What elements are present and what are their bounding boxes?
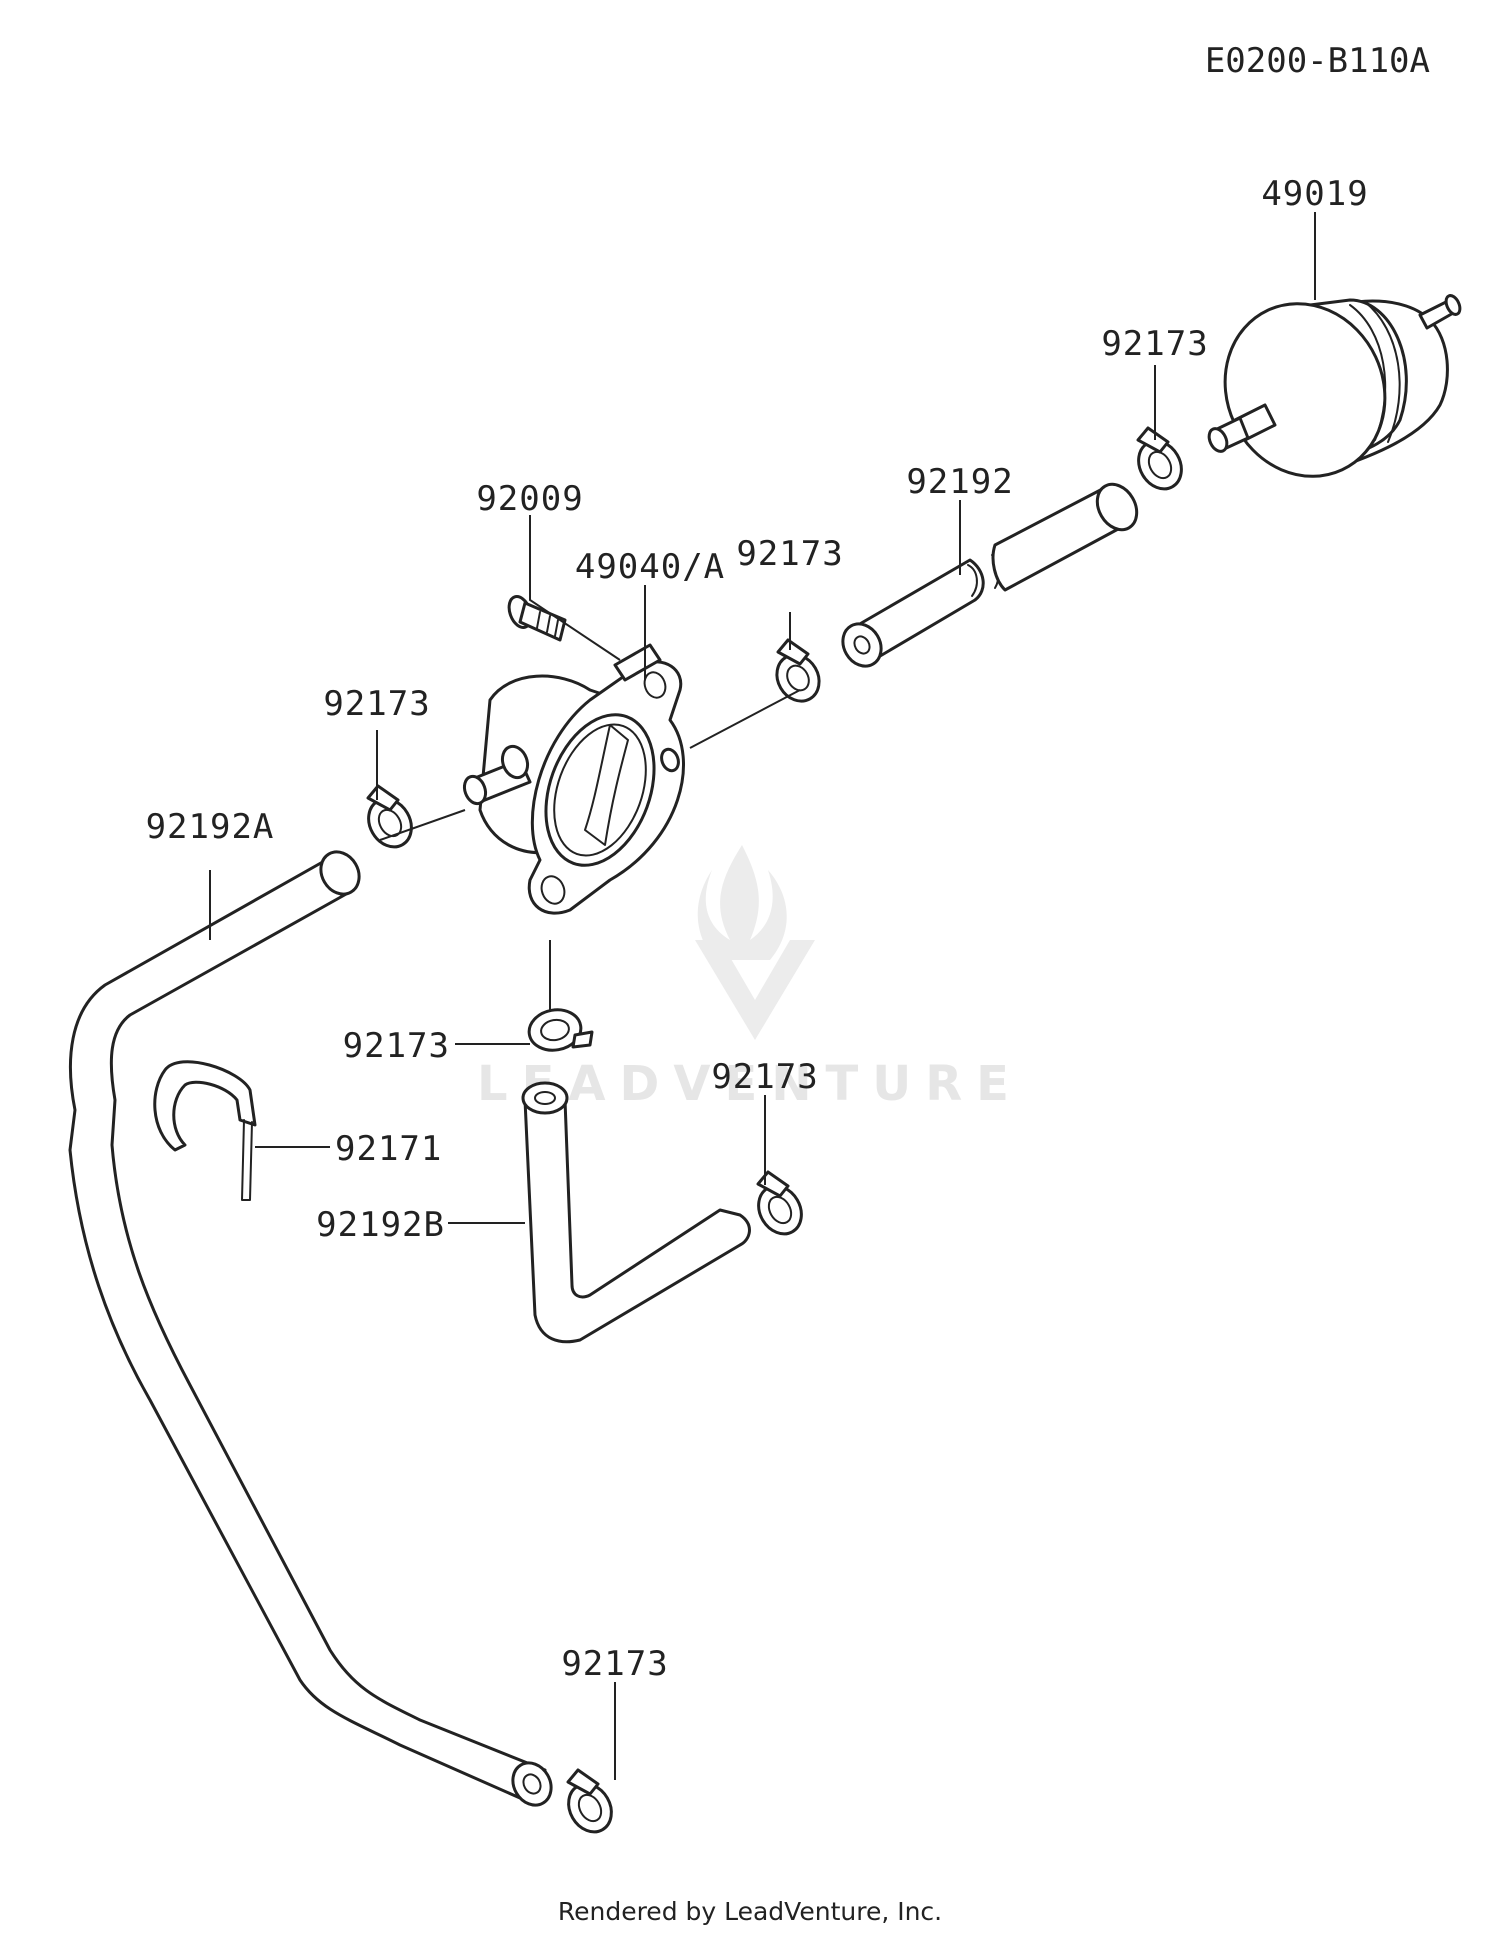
label-clamp-filter: 92173: [1101, 324, 1208, 364]
hose-clamp-filter[interactable]: [1130, 426, 1190, 497]
hose-clamp-cock-bottom[interactable]: [526, 1006, 594, 1054]
fuel-cock[interactable]: [461, 643, 685, 915]
fuel-hose-92192[interactable]: [835, 477, 1144, 673]
hose-clamp-cock-inlet[interactable]: [360, 784, 420, 855]
hose-clamp-cock-outlet[interactable]: [769, 638, 828, 709]
part-labels: 49019 92173 92192 92173 49040/A 92009 92…: [146, 174, 1368, 1684]
watermark-flame-icon: [697, 845, 787, 960]
watermark-v-icon: [695, 940, 815, 1040]
leader-lines: [209, 212, 1316, 1780]
fuel-hose-92192a[interactable]: [68, 845, 559, 1812]
label-clamp-hose-a-end: 92173: [561, 1644, 668, 1684]
hose-clamp-hose-a-end[interactable]: [560, 1768, 620, 1840]
footer-credit: Rendered by LeadVenture, Inc.: [558, 1897, 942, 1926]
label-clamp-cock-bottom: 92173: [343, 1026, 450, 1066]
label-fuel-cock: 49040/A: [575, 547, 725, 587]
hose-clip[interactable]: [153, 1060, 257, 1201]
fuel-hose-92192b[interactable]: [521, 1081, 751, 1344]
screw-92009[interactable]: [505, 594, 567, 642]
label-hose-clip: 92171: [335, 1129, 442, 1169]
label-hose-a: 92192A: [146, 807, 275, 847]
label-fuel-filter: 49019: [1261, 174, 1368, 214]
label-clamp-cock-outlet: 92173: [736, 534, 843, 574]
label-hose-b: 92192B: [316, 1205, 445, 1245]
label-clamp-hose-b: 92173: [711, 1057, 818, 1097]
label-clamp-cock-inlet: 92173: [323, 684, 430, 724]
fuel-filter[interactable]: [1197, 277, 1463, 502]
label-hose-main: 92192: [906, 462, 1013, 502]
diagram-code: E0200-B110A: [1205, 41, 1430, 81]
label-screw: 92009: [476, 479, 583, 519]
hose-clamp-hose-b[interactable]: [750, 1170, 810, 1242]
